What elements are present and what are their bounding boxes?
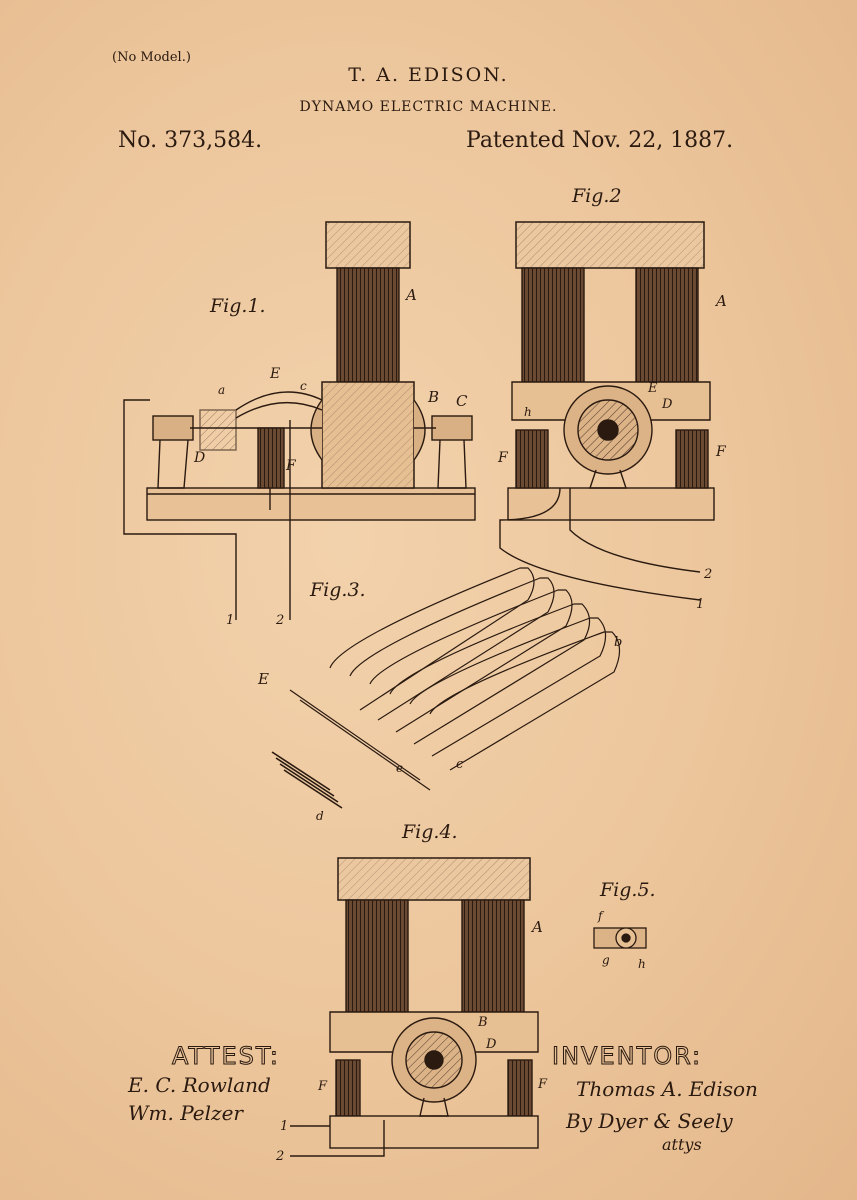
fig3-label: Fig.3. xyxy=(309,579,366,601)
fig2-label-h: h xyxy=(524,405,532,419)
patent-number: No. 373,584. xyxy=(118,128,263,153)
fig2-label: Fig.2 xyxy=(571,185,622,207)
label-A: A xyxy=(404,286,417,304)
fig4-label-D: D xyxy=(485,1037,497,1052)
figure-1: Fig.1. xyxy=(123,221,476,628)
signature-block: ATTEST: INVENTOR: E. C. Rowland Wm. Pelz… xyxy=(127,1042,758,1155)
fig2-wire-1: 1 xyxy=(696,597,704,612)
fig2-label-F-left: F xyxy=(497,450,509,466)
fig5-label-f: f xyxy=(597,909,605,923)
machine-title: DYNAMO ELECTRIC MACHINE. xyxy=(299,99,558,115)
fig3-label-e: e xyxy=(396,761,403,775)
inventor-label: INVENTOR: xyxy=(552,1042,702,1070)
fig4-label-A: A xyxy=(530,918,543,936)
fig3-label-d: d xyxy=(316,809,324,823)
fig4-label-F-right: F xyxy=(537,1077,548,1092)
fig4-label-B: B xyxy=(477,1015,488,1030)
label-B: B xyxy=(427,388,439,406)
witness-2-signature: Wm. Pelzer xyxy=(128,1101,244,1125)
fig5-label: Fig.5. xyxy=(599,879,656,901)
label-E: E xyxy=(269,366,280,382)
fig5-label-h: h xyxy=(638,957,646,971)
fig4-label-F-left: F xyxy=(317,1079,328,1094)
label-D: D xyxy=(193,450,205,466)
attorney-suffix: attys xyxy=(662,1135,702,1154)
fig4-wire-2: 2 xyxy=(275,1149,284,1164)
label-a: a xyxy=(218,383,225,397)
fig2-label-F-right: F xyxy=(715,444,727,460)
witness-1-signature: E. C. Rowland xyxy=(127,1073,271,1097)
inventor-signature: Thomas A. Edison xyxy=(576,1077,758,1101)
label-c: c xyxy=(300,379,307,393)
fig3-label-E: E xyxy=(257,670,269,688)
patent-date: Patented Nov. 22, 1887. xyxy=(466,128,734,153)
fig2-wire-2: 2 xyxy=(703,567,712,582)
wire-2-label: 2 xyxy=(275,613,284,628)
figure-5: Fig.5. f g h xyxy=(593,879,656,971)
label-C: C xyxy=(456,392,468,410)
figure-3: Fig.3. E b c e d xyxy=(257,567,622,823)
fig4-wire-1: 1 xyxy=(280,1119,288,1134)
fig3-label-c: c xyxy=(456,757,464,772)
fig2-label-D: D xyxy=(661,397,673,412)
fig2-label-A: A xyxy=(714,292,727,310)
fig5-label-g: g xyxy=(602,953,610,967)
inventor-name: T. A. EDISON. xyxy=(348,64,509,86)
fig1-label: Fig.1. xyxy=(209,295,266,317)
figure-4: Fig.4. A B D F F 1 2 xyxy=(275,821,548,1164)
figure-2: Fig.2 A E D F F h 2 1 xyxy=(497,185,727,612)
no-model-note: (No Model.) xyxy=(112,50,191,65)
fig2-label-E: E xyxy=(647,381,658,396)
fig3-label-b: b xyxy=(614,635,622,650)
attest-label: ATTEST: xyxy=(172,1042,280,1070)
wire-1-label: 1 xyxy=(226,613,234,628)
label-F: F xyxy=(285,458,297,474)
fig4-label: Fig.4. xyxy=(401,821,458,843)
attorney-signature: By Dyer & Seely xyxy=(565,1109,733,1133)
